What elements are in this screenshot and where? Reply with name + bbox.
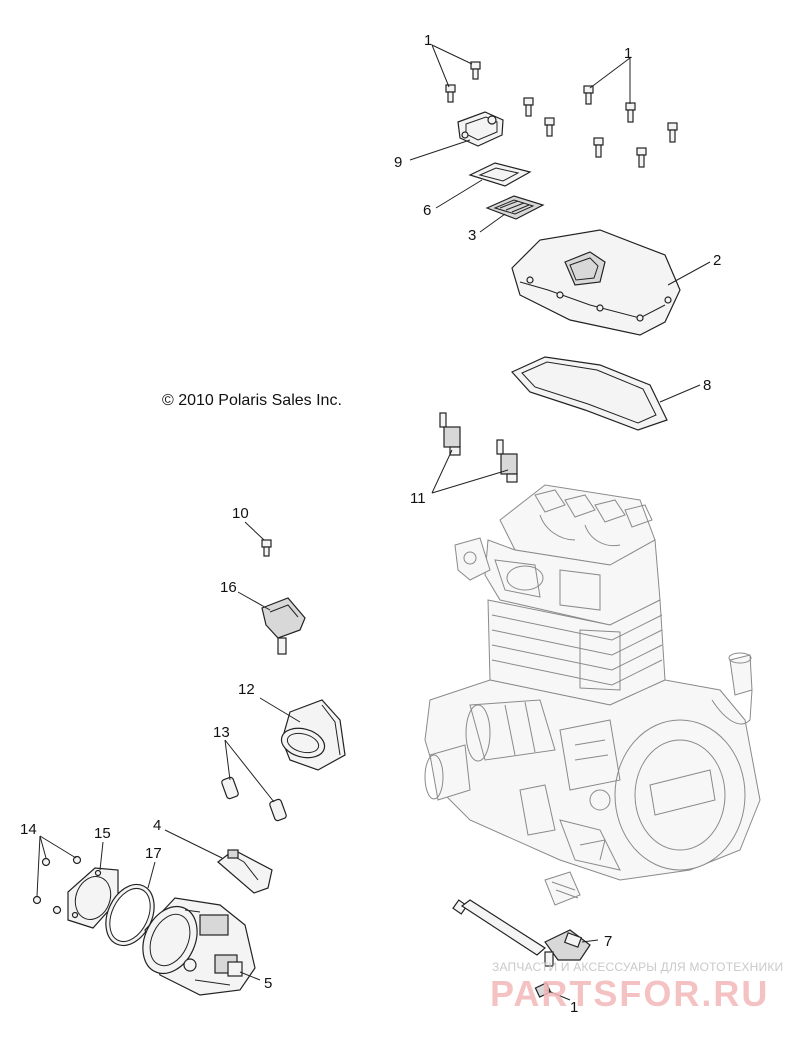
gasket-part-6 (468, 162, 532, 187)
bolt (470, 61, 481, 80)
bolt (544, 117, 555, 137)
throttle-body-part-5 (142, 897, 256, 996)
callout-label: 11 (410, 490, 426, 507)
dipstick-part-7 (452, 899, 591, 967)
bolt (445, 84, 456, 103)
map-sensor-part-16 (261, 597, 306, 655)
callout-label: 17 (145, 845, 162, 862)
callout-label: 12 (238, 681, 255, 698)
bolt (593, 137, 604, 158)
callout-label: 13 (213, 724, 230, 741)
callout-label: 1 (624, 45, 632, 62)
throttle-adapter-part-12 (280, 699, 346, 771)
engine-block-drawing (424, 484, 761, 906)
callout-label: 8 (703, 377, 711, 394)
bolt-part-10 (261, 539, 272, 557)
bolt-part-1-bottom (534, 982, 552, 998)
bolt (667, 122, 678, 143)
callout-label: 2 (713, 252, 721, 269)
o-ring-part-17 (105, 883, 155, 947)
bolt-part-13-right (269, 798, 287, 822)
valve-cover-part-2 (511, 229, 681, 336)
bolt (583, 85, 594, 105)
copyright-text: © 2010 Polaris Sales Inc. (162, 392, 342, 409)
screws-part-14 (32, 855, 82, 915)
callout-label: 16 (220, 579, 237, 596)
callout-label: 3 (468, 227, 476, 244)
bolts-top-group (445, 61, 678, 168)
gasket-plate-part-15 (67, 867, 119, 929)
callout-label: 9 (394, 154, 402, 171)
spark-plug-left-part-11 (439, 412, 461, 456)
callout-label: 6 (423, 202, 431, 219)
callout-labels: 1 1 9 6 3 2 8 11 10 16 12 13 14 15 4 17 … (20, 32, 721, 1016)
callout-label: 1 (424, 32, 432, 49)
valve-cover-gasket-part-8 (511, 356, 668, 431)
callout-label: 5 (264, 975, 272, 992)
callout-label: 1 (570, 999, 578, 1016)
bolt (625, 102, 636, 123)
bolt-part-13-left (221, 776, 239, 800)
bolt (636, 147, 647, 168)
bolt (523, 97, 534, 117)
breather-housing-part-9 (457, 111, 504, 147)
callout-label: 14 (20, 821, 37, 838)
callout-label: 4 (153, 817, 161, 834)
hose-clamp-part-4 (217, 849, 273, 894)
callout-label: 10 (232, 505, 249, 522)
watermark-tagline: ЗАПЧАСТИ И АКСЕССУАРЫ ДЛЯ МОТОТЕХНИКИ (492, 960, 784, 974)
callout-label: 7 (604, 933, 612, 950)
filter-insert-part-3 (485, 195, 545, 220)
spark-plug-right-part-11 (496, 439, 518, 483)
callout-label: 15 (94, 825, 111, 842)
watermark-logo: PARTSFOR.RU (490, 973, 770, 1014)
leader-lines (36, 44, 711, 1001)
